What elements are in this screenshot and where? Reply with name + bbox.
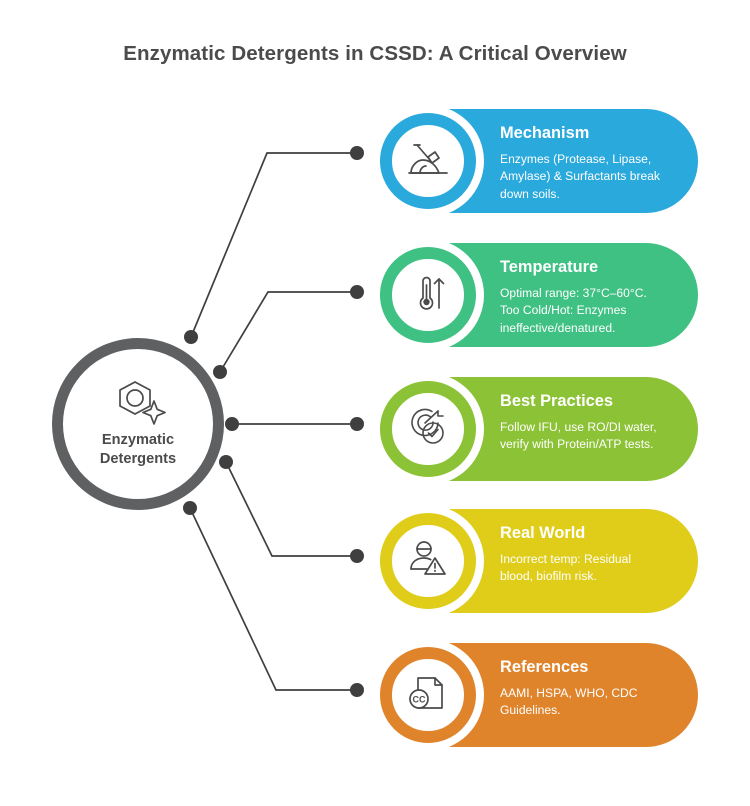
card-title: Real World (500, 524, 586, 542)
document-cc-icon: CC (405, 670, 451, 721)
connector-dot-hub-best-practices (225, 417, 239, 431)
connector-dot-hub-temperature (213, 365, 227, 379)
connector-line-mechanism (190, 152, 357, 338)
card-description: AAMI, HSPA, WHO, CDC Guidelines. (500, 685, 638, 718)
connector-dot-card-mechanism (350, 146, 364, 160)
card-title: References (500, 658, 589, 676)
connector-dot-hub-mechanism (184, 330, 198, 344)
card-description: Incorrect temp: Residual blood, biofilm … (500, 551, 632, 584)
connector-dot-hub-real-world (219, 455, 233, 469)
card-title: Best Practices (500, 392, 613, 410)
svg-text:CC: CC (413, 694, 426, 704)
hub-node[interactable]: Enzymatic Detergents (52, 338, 224, 510)
shovel-soil-icon (405, 136, 451, 187)
card-description: Enzymes (Protease, Lipase, Amylase) & Su… (500, 151, 660, 202)
icon-ring-best-practices[interactable] (380, 381, 476, 477)
connector-dot-card-temperature (350, 285, 364, 299)
hexagon-sparkle-icon (112, 379, 168, 426)
card-description: Optimal range: 37°C–60°C. Too Cold/Hot: … (500, 285, 647, 336)
person-warning-icon (405, 536, 451, 587)
hub-label: Enzymatic Detergents (99, 432, 177, 467)
card-title: Mechanism (500, 124, 590, 142)
connector-line-references (189, 507, 357, 691)
icon-ring-references[interactable]: CC (380, 647, 476, 743)
page-title: Enzymatic Detergents in CSSD: A Critical… (123, 42, 627, 65)
card-description: Follow IFU, use RO/DI water, verify with… (500, 419, 657, 452)
thermometer-arrow-icon (405, 270, 451, 321)
icon-ring-mechanism[interactable] (380, 113, 476, 209)
card-title: Temperature (500, 258, 599, 276)
connector-dot-card-references (350, 683, 364, 697)
icon-ring-temperature[interactable] (380, 247, 476, 343)
connector-dot-card-real-world (350, 549, 364, 563)
target-check-icon (405, 404, 451, 455)
connector-dot-hub-references (183, 501, 197, 515)
connector-line-real-world (225, 461, 357, 557)
connector-line-temperature (219, 291, 357, 373)
connector-dot-card-best-practices (350, 417, 364, 431)
icon-ring-real-world[interactable] (380, 513, 476, 609)
